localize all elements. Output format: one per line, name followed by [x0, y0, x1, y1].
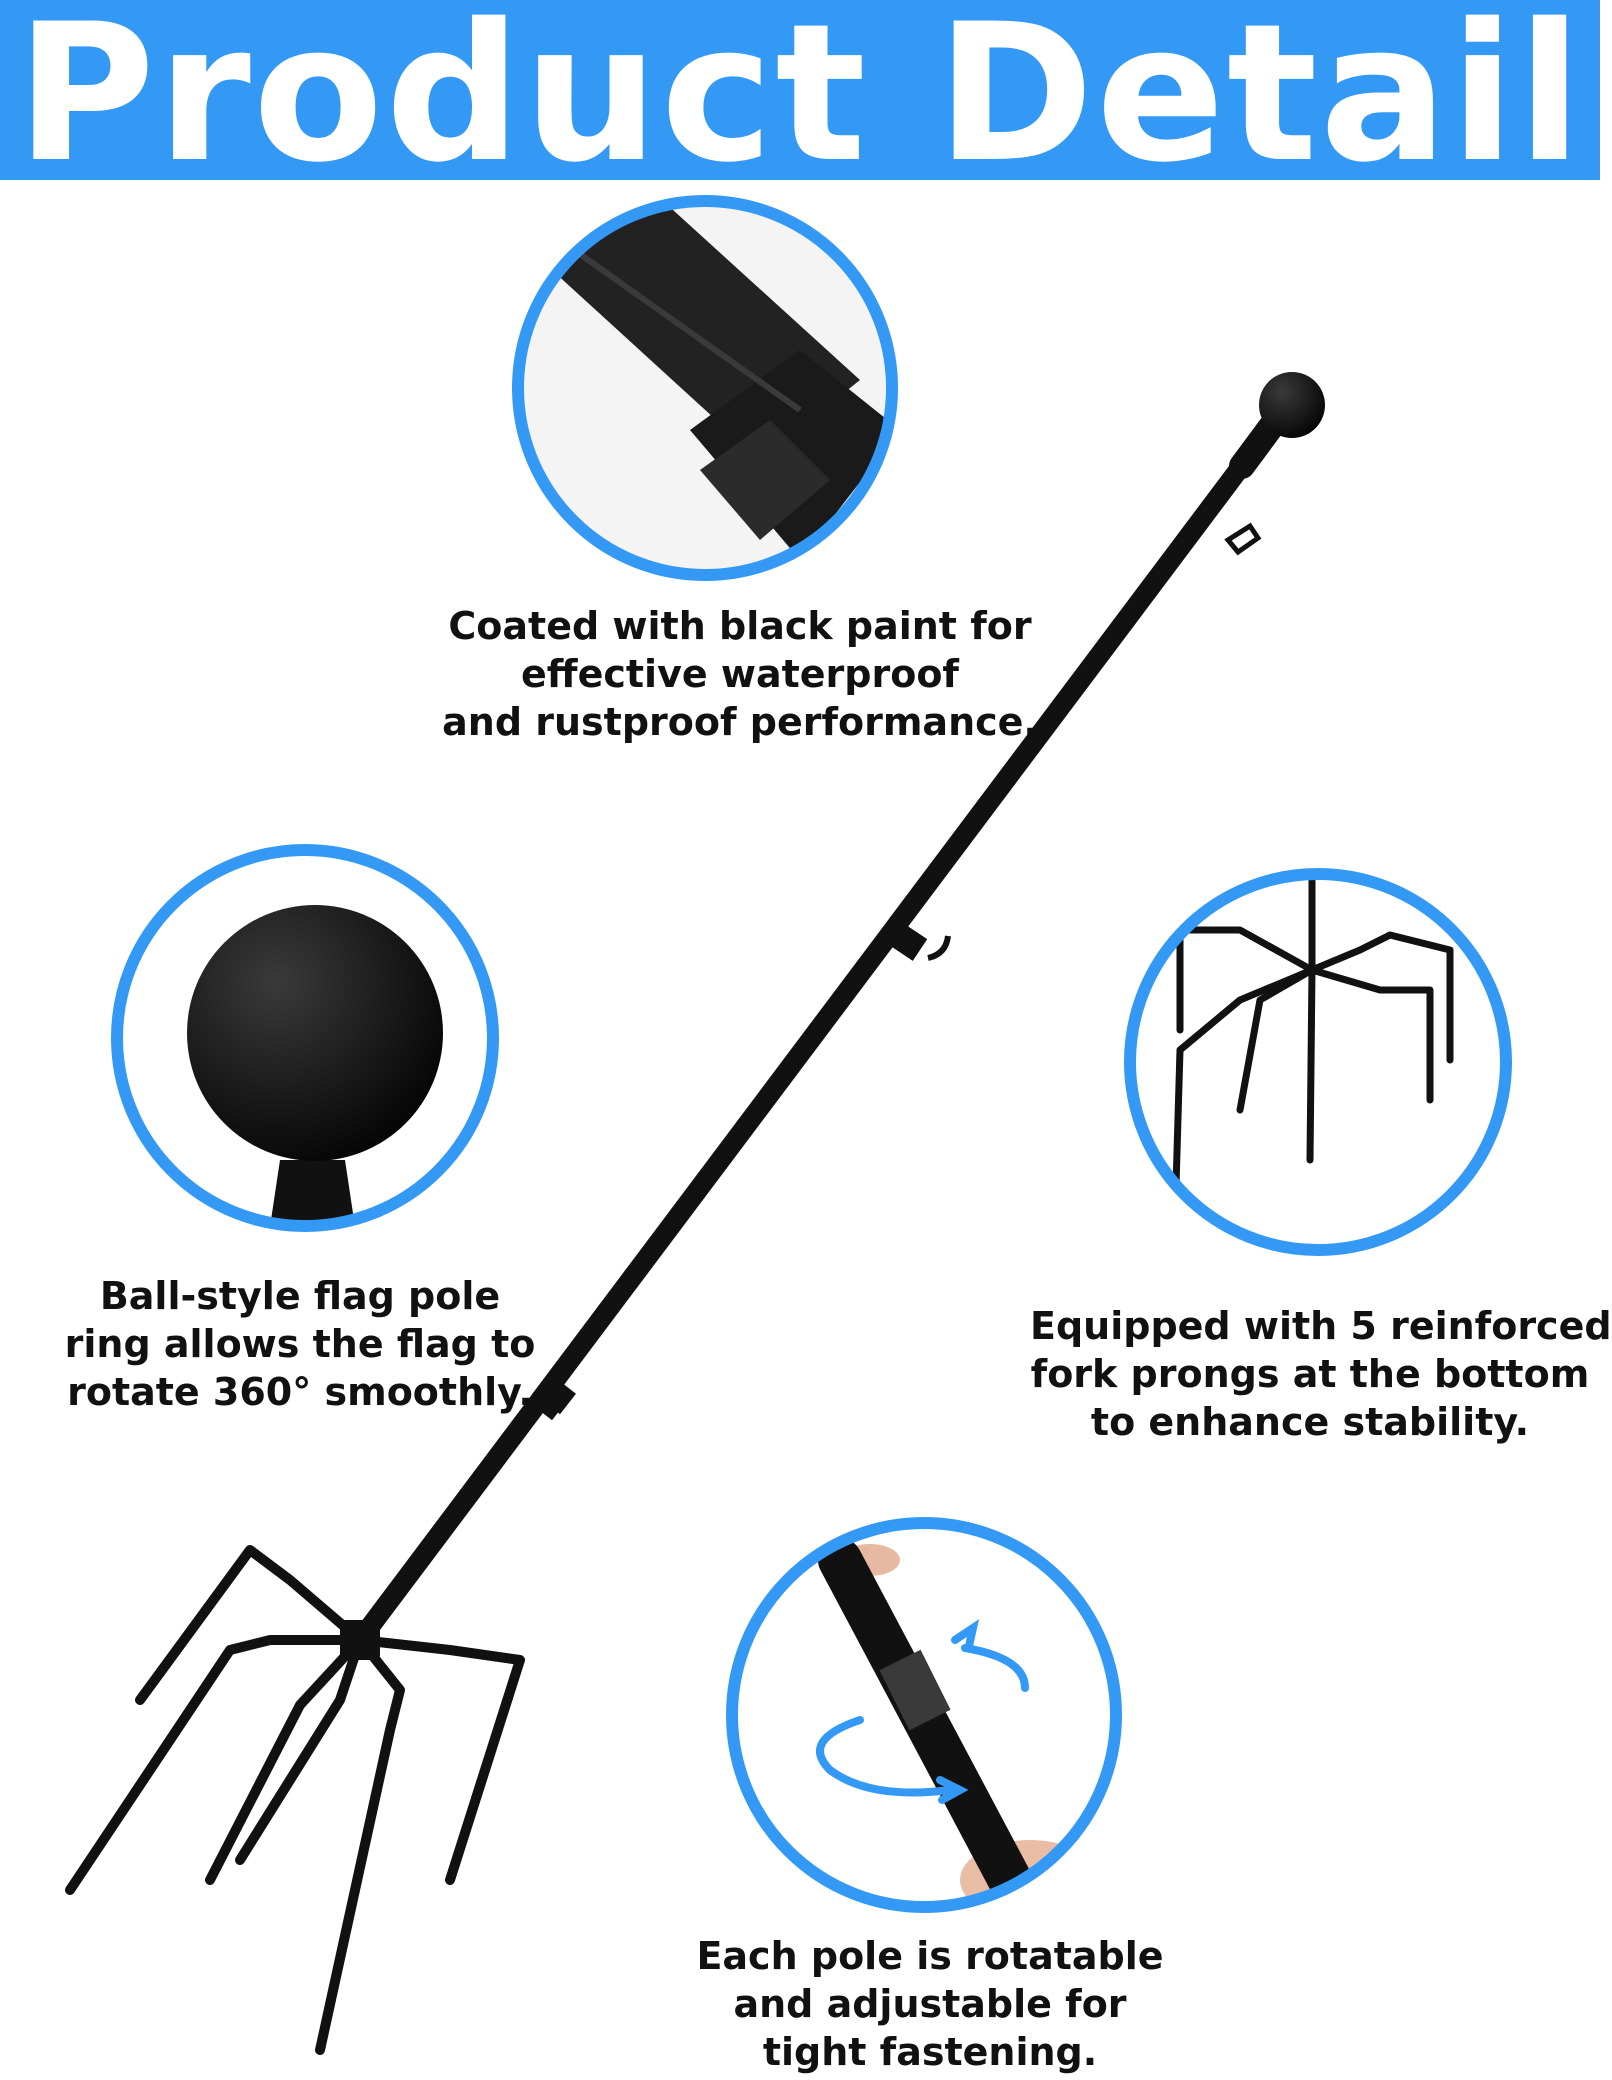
flag-pole	[350, 372, 1325, 1650]
caption-prongs: Equipped with 5 reinforced fork prongs a…	[1030, 1304, 1612, 1444]
prongs-closeup	[1124, 868, 1512, 1256]
rotation-closeup	[726, 1517, 1122, 1913]
page-title: Product Detail	[15, 0, 1585, 204]
caption-ball: Ball-style flag pole ring allows the fla…	[64, 1274, 536, 1414]
rotate-arrows-icon	[816, 1619, 1029, 1804]
header-banner: Product Detail	[0, 0, 1600, 189]
fork-prongs	[65, 1545, 525, 2055]
coating-closeup	[512, 195, 898, 581]
pole-ball-top	[1259, 372, 1325, 438]
caption-coating: Coated with black paint for effective wa…	[442, 604, 1038, 744]
caption-rotation: Each pole is rotatable and adjustable fo…	[696, 1934, 1164, 2074]
ball-closeup	[111, 844, 499, 1232]
